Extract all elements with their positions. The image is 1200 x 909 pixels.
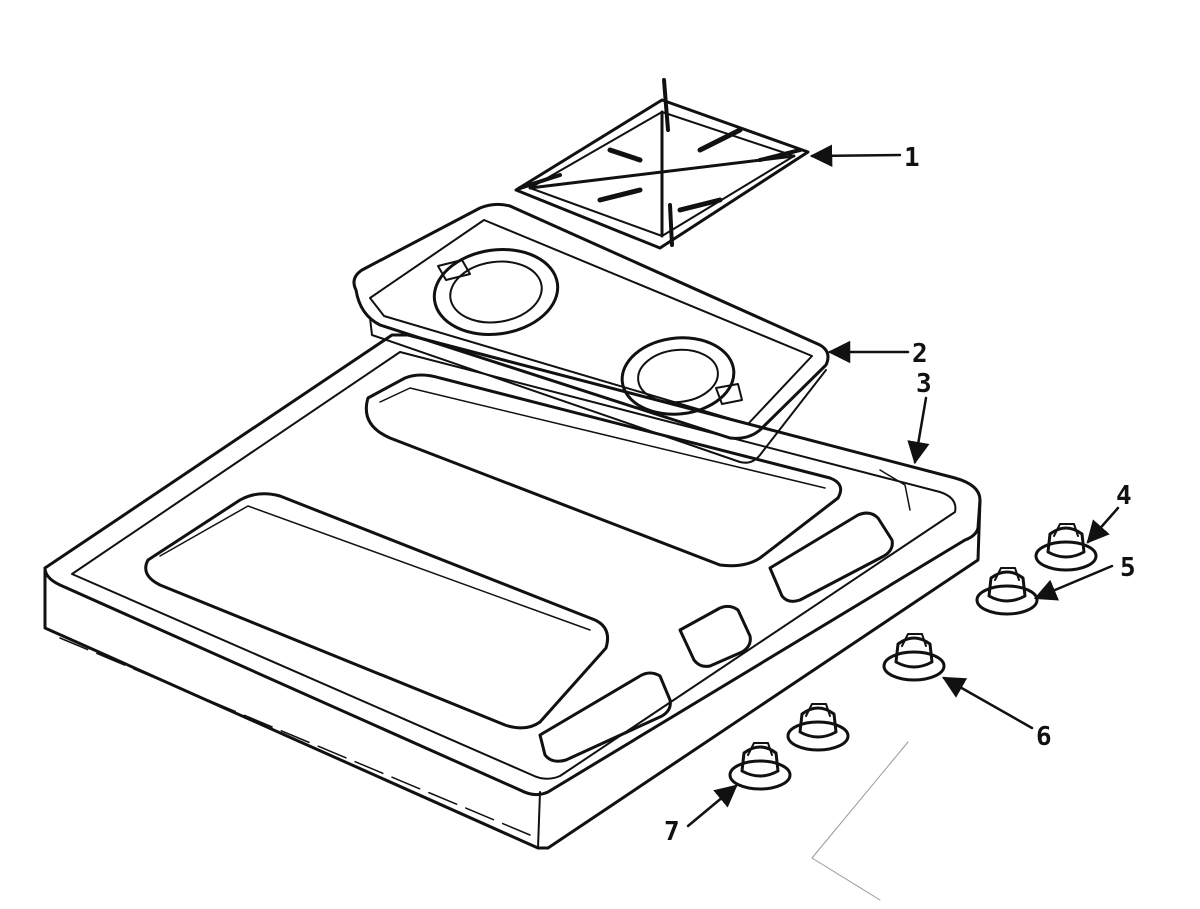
- cooktop-frame: [43, 333, 982, 850]
- leader-lines: [686, 144, 1120, 828]
- knob-6: [882, 633, 946, 682]
- callout-4: 4: [1116, 481, 1132, 511]
- callout-labels: 1 2 3 4 5 6 7: [664, 143, 1136, 847]
- callout-2: 2: [912, 339, 928, 369]
- grate: [514, 78, 810, 250]
- leader-3: [907, 396, 930, 465]
- leader-5: [1033, 564, 1114, 601]
- callout-6: 6: [1036, 722, 1052, 752]
- callout-3: 3: [916, 369, 932, 399]
- callout-1: 1: [904, 143, 920, 173]
- knob-5: [975, 567, 1039, 616]
- callout-5: 5: [1120, 553, 1136, 583]
- leader-1: [809, 144, 902, 168]
- knob-4: [1034, 523, 1098, 572]
- leader-6: [942, 676, 1034, 730]
- leader-7: [686, 784, 738, 828]
- knob-upper-front: [786, 703, 850, 752]
- knob-7: [728, 742, 792, 791]
- burner-pan: [352, 202, 830, 464]
- callout-7: 7: [664, 817, 680, 847]
- leader-4: [1086, 506, 1120, 544]
